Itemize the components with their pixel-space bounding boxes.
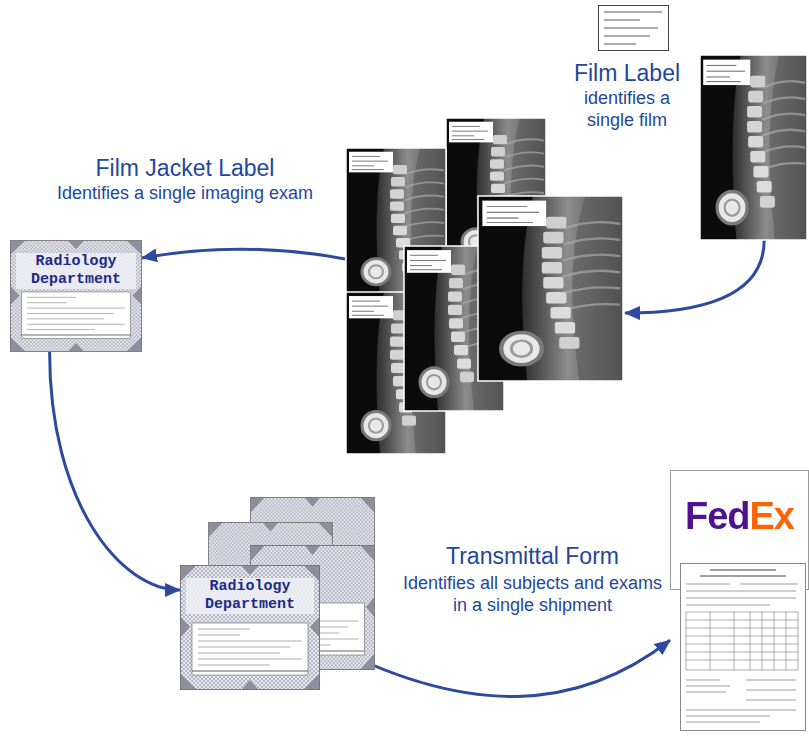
film-group: Film Jacket LabelIdentifies a single ima…: [345, 117, 625, 455]
single-xray-film: [700, 55, 807, 240]
caption-text: Identifies all subjects and exams in a s…: [400, 573, 665, 616]
xray-film-stack: [346, 118, 623, 454]
film-jacket: Radiology Department: [10, 240, 142, 352]
caption-heading: Transmittal Form: [400, 543, 665, 569]
jacket-title-block: Radiology Department: [180, 565, 320, 614]
caption-heading: Film Label: [562, 60, 692, 86]
caption-text: Identifies a single imaging exam: [35, 183, 335, 205]
caption-block: Film Jacket LabelIdentifies a single ima…: [35, 155, 335, 205]
jacket-title-block: Radiology Department: [10, 240, 142, 289]
logo-block: FedEx: [670, 470, 809, 538]
jacket-title: Radiology Department: [186, 578, 314, 614]
caption-text: identifies a single film: [562, 88, 692, 131]
film-jacket: Radiology Department: [180, 565, 320, 690]
caption-heading: Film Jacket Label: [35, 155, 335, 181]
film-group: Film Labelidentifies a single film: [700, 55, 807, 240]
flow-arrow: [142, 249, 345, 259]
jacket-title: Radiology Department: [16, 253, 136, 289]
film-label-form: [599, 6, 669, 51]
flow-arrow: [625, 240, 764, 313]
shipping-box: FedEx: [670, 470, 809, 732]
caption-block: Film Labelidentifies a single film: [562, 60, 692, 132]
flow-arrow: [50, 352, 180, 590]
carrier-logo: FedEx: [685, 496, 794, 538]
